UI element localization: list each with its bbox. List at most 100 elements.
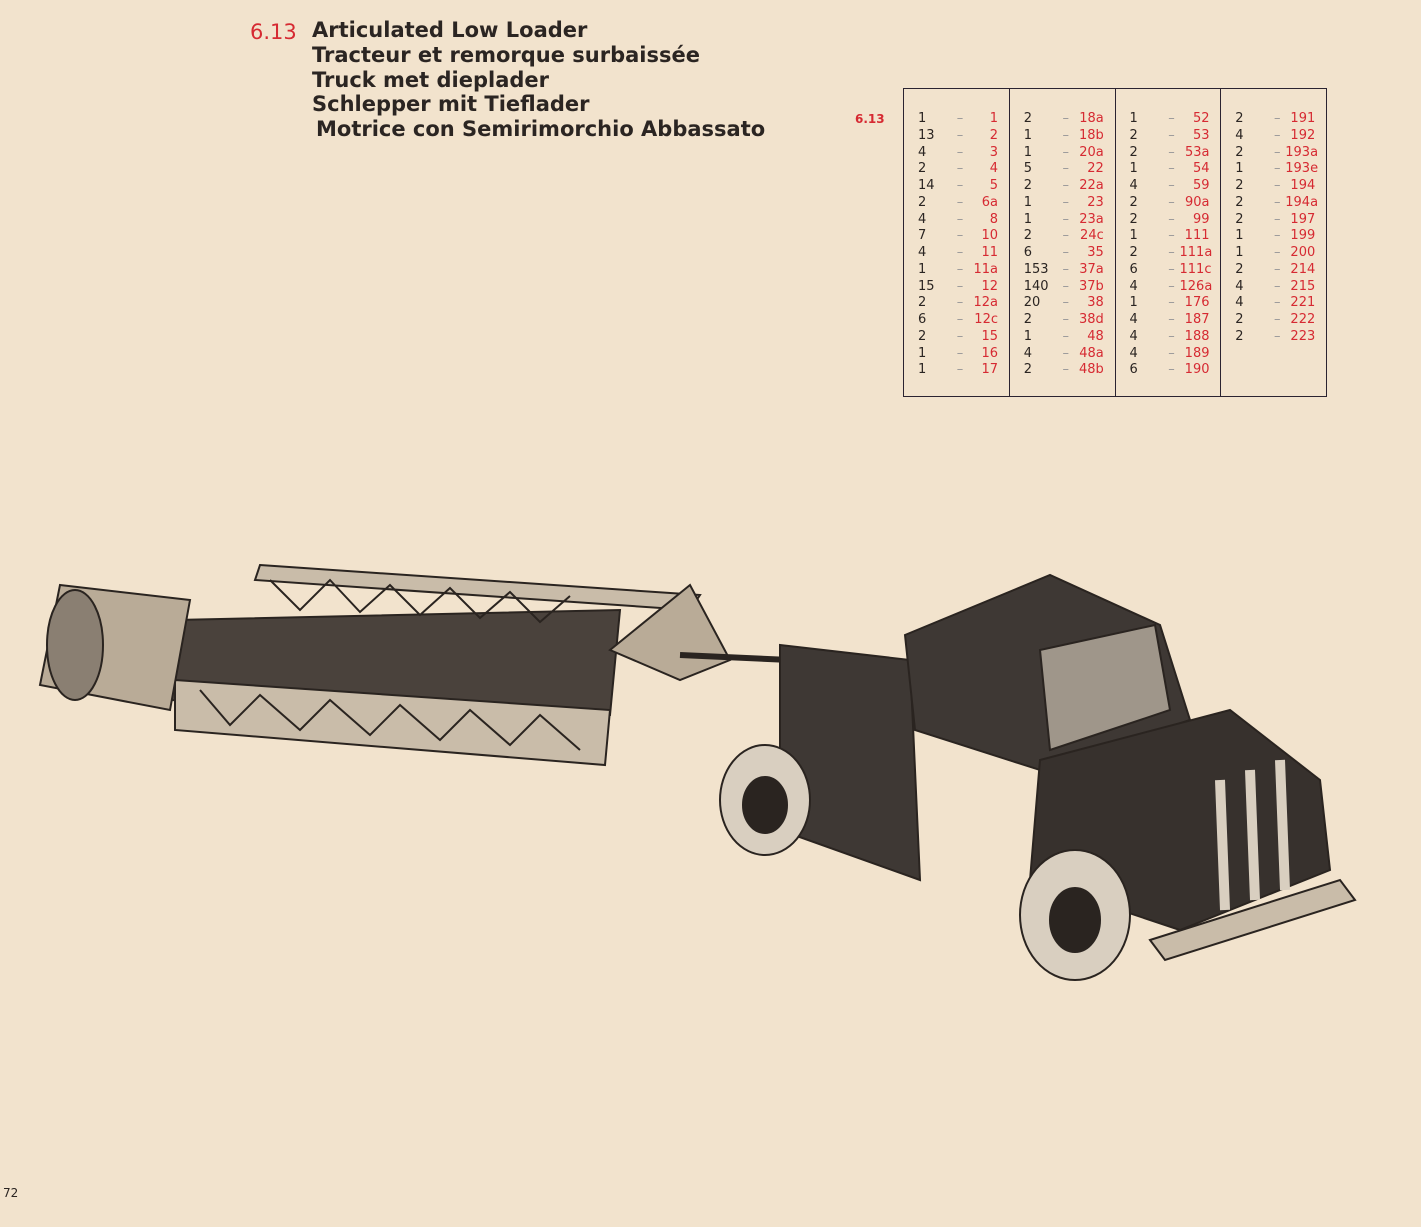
parts-row: 1–16 [904,346,1009,363]
part-quantity: 2 [1023,111,1033,126]
part-quantity: 1 [1023,194,1033,210]
parts-row: 1–199 [1221,228,1326,245]
dash-separator: – [1062,127,1070,143]
part-number: 193e [1285,161,1319,177]
title-it: Motrice con Semirimorchio Abbassato [316,117,766,142]
part-quantity: 6 [1023,245,1033,260]
part-quantity: 2 [918,328,927,344]
dash-separator: – [956,211,964,227]
part-number: 111 [1184,228,1210,244]
dash-separator: – [1274,144,1281,160]
parts-row: 1–176 [1116,295,1221,312]
part-number: 10 [981,228,998,244]
parts-row: 4–11 [904,245,1009,262]
parts-row: 4–126a [1116,279,1221,296]
grille [1215,759,1290,911]
part-quantity: 4 [1129,312,1138,327]
dash-separator: – [1168,194,1175,210]
parts-row: 1–1 [904,111,1009,128]
part-quantity: 4 [1235,127,1244,143]
dash-separator: – [1168,161,1175,177]
parts-row: 1–18b [1010,128,1115,145]
parts-row: 4–59 [1116,178,1221,195]
parts-row: 6–111c [1116,262,1221,279]
parts-row: 4 –187 [1116,312,1221,329]
parts-row: 2–223 [1221,329,1326,346]
part-number: 187 [1184,312,1210,327]
part-number: 52 [1192,111,1210,126]
parts-row: 4 – 8 [904,212,1009,229]
dash-separator: – [1168,312,1175,327]
parts-row: 2–99 [1116,212,1221,229]
dash-separator: – [1062,328,1070,344]
part-number: 12a [973,295,998,311]
part-number: 53 [1192,127,1210,143]
part-number: 22a [1079,178,1104,193]
model-illustration [38,563,1357,981]
parts-row: 1–193e [1221,161,1326,178]
part-number: 214 [1290,261,1316,277]
part-number: 59 [1192,178,1210,193]
dash-separator: – [1168,178,1175,193]
dash-separator: – [1274,261,1281,277]
dash-separator: – [956,345,964,361]
part-number: 8 [989,211,998,227]
part-number: 215 [1290,278,1316,294]
part-number: 11 [981,245,998,260]
parts-row: 2–24c [1010,228,1115,245]
parts-row: 2–53 [1116,128,1221,145]
part-quantity: 1 [918,111,927,126]
part-number: 99 [1192,211,1210,227]
parts-row: 2–53a [1116,145,1221,162]
part-number: 53a [1184,144,1210,160]
dash-separator: – [956,228,964,244]
part-number: 189 [1184,345,1210,361]
part-number: 54 [1192,161,1210,177]
part-quantity: 4 [1235,278,1244,294]
part-quantity: 1 [1235,228,1244,244]
part-quantity: 2 [1235,312,1244,327]
dash-separator: – [1062,295,1070,311]
dash-separator: – [956,245,964,260]
part-quantity: 1 [1129,228,1138,244]
part-number: 22 [1087,161,1104,177]
parts-row: 1–23a [1010,212,1115,229]
part-quantity: 1 [1235,161,1244,177]
parts-row: 2–193a [1221,145,1326,162]
parts-row: 4–215 [1221,279,1326,296]
part-quantity: 7 [918,228,927,244]
part-quantity: 140 [1023,278,1049,294]
part-quantity: 20 [1023,295,1041,311]
parts-row: 2–222 [1221,312,1326,329]
parts-row: 4–189 [1116,346,1221,363]
part-number: 3 [989,144,998,160]
parts-row: 153–37a [1010,262,1115,279]
dash-separator: – [1168,278,1175,294]
part-quantity: 2 [918,194,927,210]
parts-row: 1–23 [1010,195,1115,212]
dash-separator: – [1168,228,1175,244]
part-number: 90a [1184,194,1210,210]
part-quantity: 2 [1235,328,1244,344]
part-number: 48 [1087,328,1104,344]
part-quantity: 4 [918,211,927,227]
trailer-roller [46,589,104,701]
part-number: 111a [1179,245,1213,260]
part-quantity: 4 [1235,295,1244,311]
part-number: 20a [1079,144,1104,160]
dash-separator: – [1062,178,1070,193]
dash-separator: – [1062,245,1070,260]
dash-separator: – [1062,161,1070,177]
parts-row: 2–194 [1221,178,1326,195]
dash-separator: – [956,261,964,277]
dash-separator: – [1062,261,1070,277]
title-de: Schlepper mit Tieflader [312,92,590,117]
part-quantity: 4 [1129,345,1138,361]
parts-row: 6–12c [904,312,1009,329]
dash-separator: – [1168,127,1175,143]
parts-row: 4–221 [1221,295,1326,312]
part-number: 176 [1184,295,1210,311]
